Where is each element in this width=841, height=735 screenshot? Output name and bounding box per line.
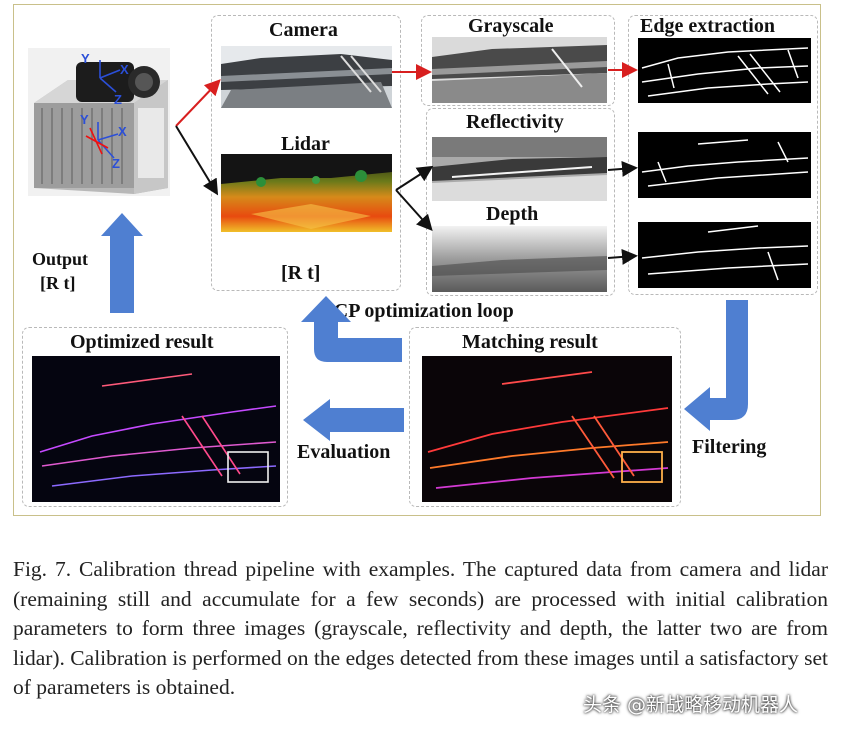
output-rt-label: [R t]	[40, 273, 76, 293]
sensor-axis-label: Y	[81, 51, 90, 66]
sensor-photo: Y X Z Y X Z	[28, 48, 170, 196]
watermark: 头条 @新战略移动机器人	[583, 694, 799, 716]
evaluation-label: Evaluation	[297, 441, 391, 463]
grayscale-image	[432, 37, 607, 103]
grayscale-label: Grayscale	[468, 15, 554, 37]
depth-image	[432, 226, 607, 292]
reflectivity-image	[432, 137, 607, 201]
edge-grayscale-image	[638, 38, 811, 103]
optimized-result-label: Optimized result	[70, 331, 214, 353]
sensor-axis-label: Y	[80, 112, 89, 127]
edge-extraction-label: Edge extraction	[640, 15, 775, 37]
reflectivity-label: Reflectivity	[466, 111, 564, 133]
edge-extraction-panel	[628, 15, 818, 295]
edge-depth-image	[638, 222, 811, 288]
matching-result-panel	[409, 327, 681, 507]
sensor-axis-label: Z	[112, 156, 120, 171]
filtering-label: Filtering	[692, 436, 767, 458]
optimized-result-image	[32, 356, 280, 502]
sensor-axis-label: X	[120, 62, 129, 77]
matching-result-label: Matching result	[462, 331, 598, 353]
depth-label: Depth	[486, 203, 539, 225]
edge-reflectivity-image	[638, 132, 811, 198]
icp-loop-label: ICP optimization loop	[326, 300, 514, 322]
output-label: Output	[32, 249, 89, 269]
sensor-axis-label: X	[118, 124, 127, 139]
lidar-label: Lidar	[281, 133, 330, 155]
optimized-result-panel	[22, 327, 288, 507]
camera-label: Camera	[269, 19, 338, 41]
lidar-image	[221, 154, 392, 232]
matching-result-image	[422, 356, 672, 502]
camera-image	[221, 46, 392, 108]
sensor-axis-label: Z	[114, 92, 122, 107]
grayscale-panel	[421, 15, 615, 106]
figure-caption: Fig. 7. Calibration thread pipeline with…	[13, 557, 828, 699]
rt-label: [R t]	[281, 262, 321, 284]
